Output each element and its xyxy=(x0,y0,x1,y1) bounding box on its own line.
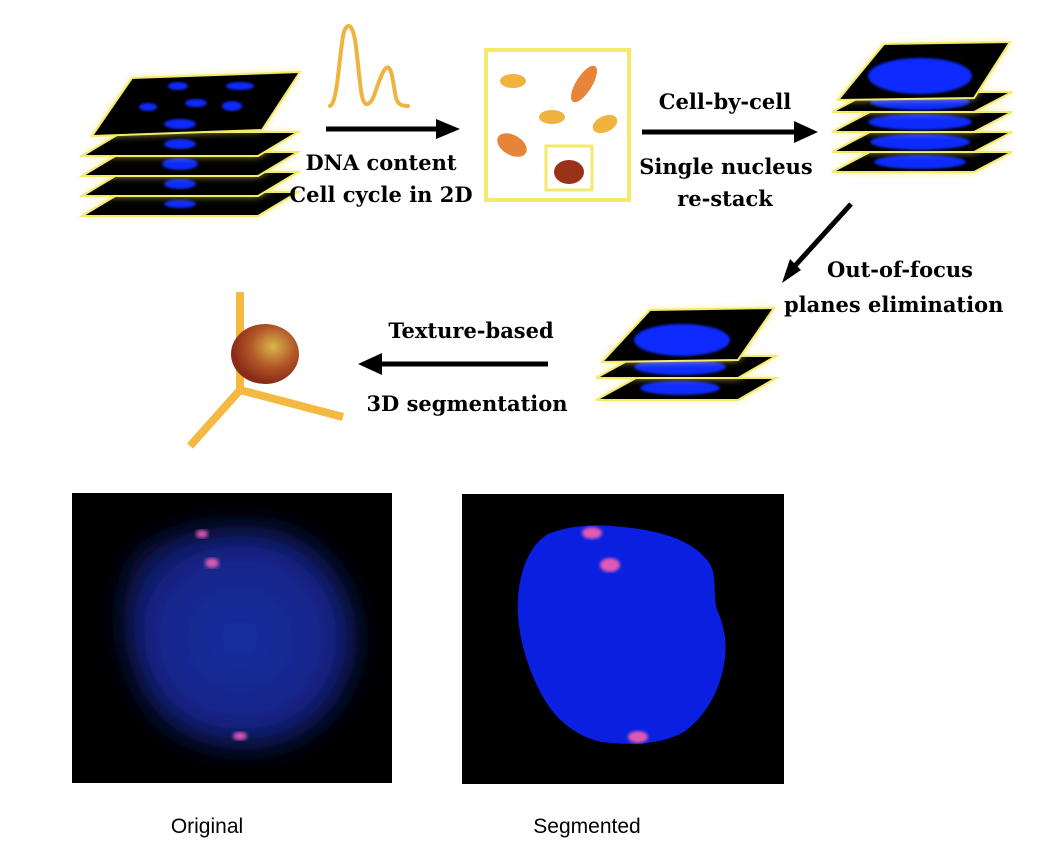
dna-histogram-icon xyxy=(328,24,410,108)
3d-segmented-nucleus-icon xyxy=(187,292,345,449)
arrow-to-out-of-focus xyxy=(782,202,853,283)
label-3d-segmentation: 3D segmentation xyxy=(366,391,568,416)
image-stack-restacked xyxy=(831,40,1013,173)
workflow-diagram xyxy=(78,24,1013,449)
label-texture-based: Texture-based xyxy=(388,318,554,343)
label-cell-cycle-2d: Cell cycle in 2D xyxy=(289,182,473,207)
original-image-panel xyxy=(72,493,392,783)
label-re-stack: re-stack xyxy=(677,186,773,211)
label-dna-content: DNA content xyxy=(305,150,457,175)
arrow-to-cell-cycle xyxy=(326,119,460,139)
label-single-nucleus: Single nucleus xyxy=(639,154,813,179)
cell-cycle-2d-box xyxy=(484,48,631,202)
label-out-of-focus: Out-of-focus xyxy=(827,257,973,282)
caption-segmented: Segmented xyxy=(533,815,641,838)
label-cell-by-cell: Cell-by-cell xyxy=(658,89,792,114)
label-planes-elimination: planes elimination xyxy=(784,292,1004,317)
arrow-to-segmentation xyxy=(358,353,548,375)
segmented-image-panel xyxy=(462,494,784,784)
caption-original: Original xyxy=(170,815,244,838)
image-stack-input xyxy=(78,70,302,217)
image-stack-focused xyxy=(595,306,780,401)
arrow-to-restack xyxy=(642,121,818,143)
